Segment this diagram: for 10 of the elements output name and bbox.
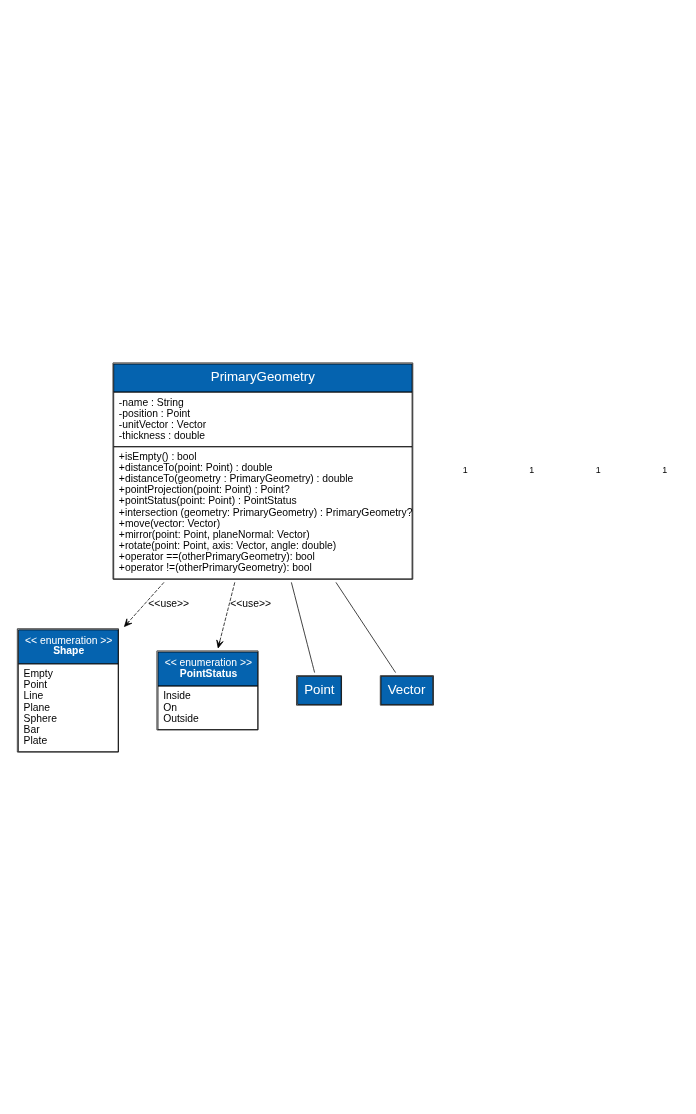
label: 1 (529, 464, 535, 475)
label: 1 (662, 464, 668, 475)
arrow (124, 581, 165, 627)
label: 1 (462, 464, 468, 475)
connector (291, 581, 315, 673)
edge-label: <<use>> (148, 597, 190, 609)
connector (335, 581, 396, 673)
arrow (216, 581, 236, 648)
label: 1 (595, 464, 601, 475)
edge-label: <<use>> (230, 597, 272, 609)
